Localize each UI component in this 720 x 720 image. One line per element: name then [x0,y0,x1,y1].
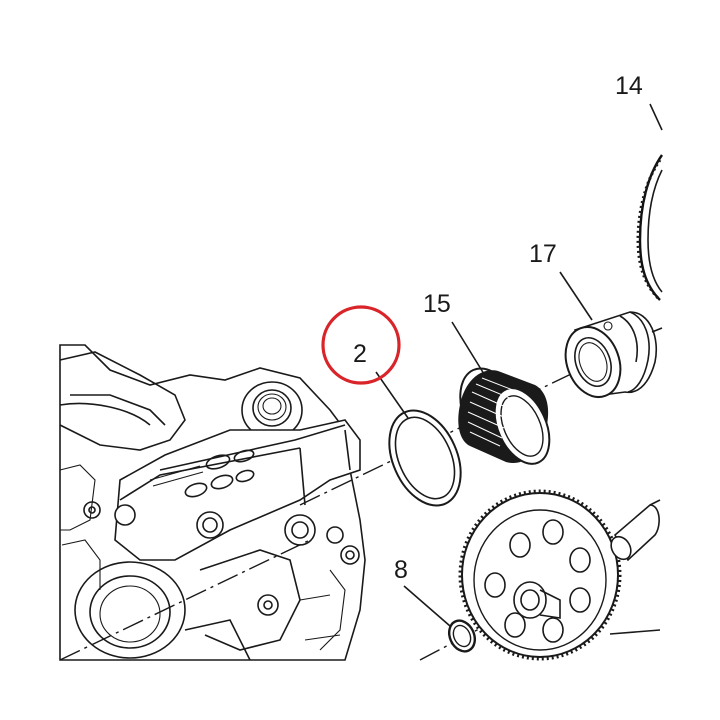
callout-2: 2 [353,340,367,368]
leader-8 [403,585,451,627]
leader-14 [649,103,663,131]
leader-15 [451,321,485,375]
part-14-ring-gear [636,154,663,301]
shaft-axis-upper [299,359,601,506]
callout-15: 15 [423,290,451,318]
callout-8: 8 [394,556,408,584]
shaft-axis-lower [59,539,311,661]
leader-2 [375,371,409,419]
part-17-sleeve [564,311,663,398]
callout-17: 17 [529,240,557,268]
callout-14: 14 [615,72,643,100]
part-15-needle-bearing [458,367,551,465]
spur-gear [458,489,622,661]
part-8-washer [447,619,477,653]
leader-17 [559,271,593,321]
gearbox-housing [59,344,366,661]
leader-gear [609,629,661,635]
shaft-pin [610,499,661,562]
highlight-circle-part-2 [321,305,401,385]
